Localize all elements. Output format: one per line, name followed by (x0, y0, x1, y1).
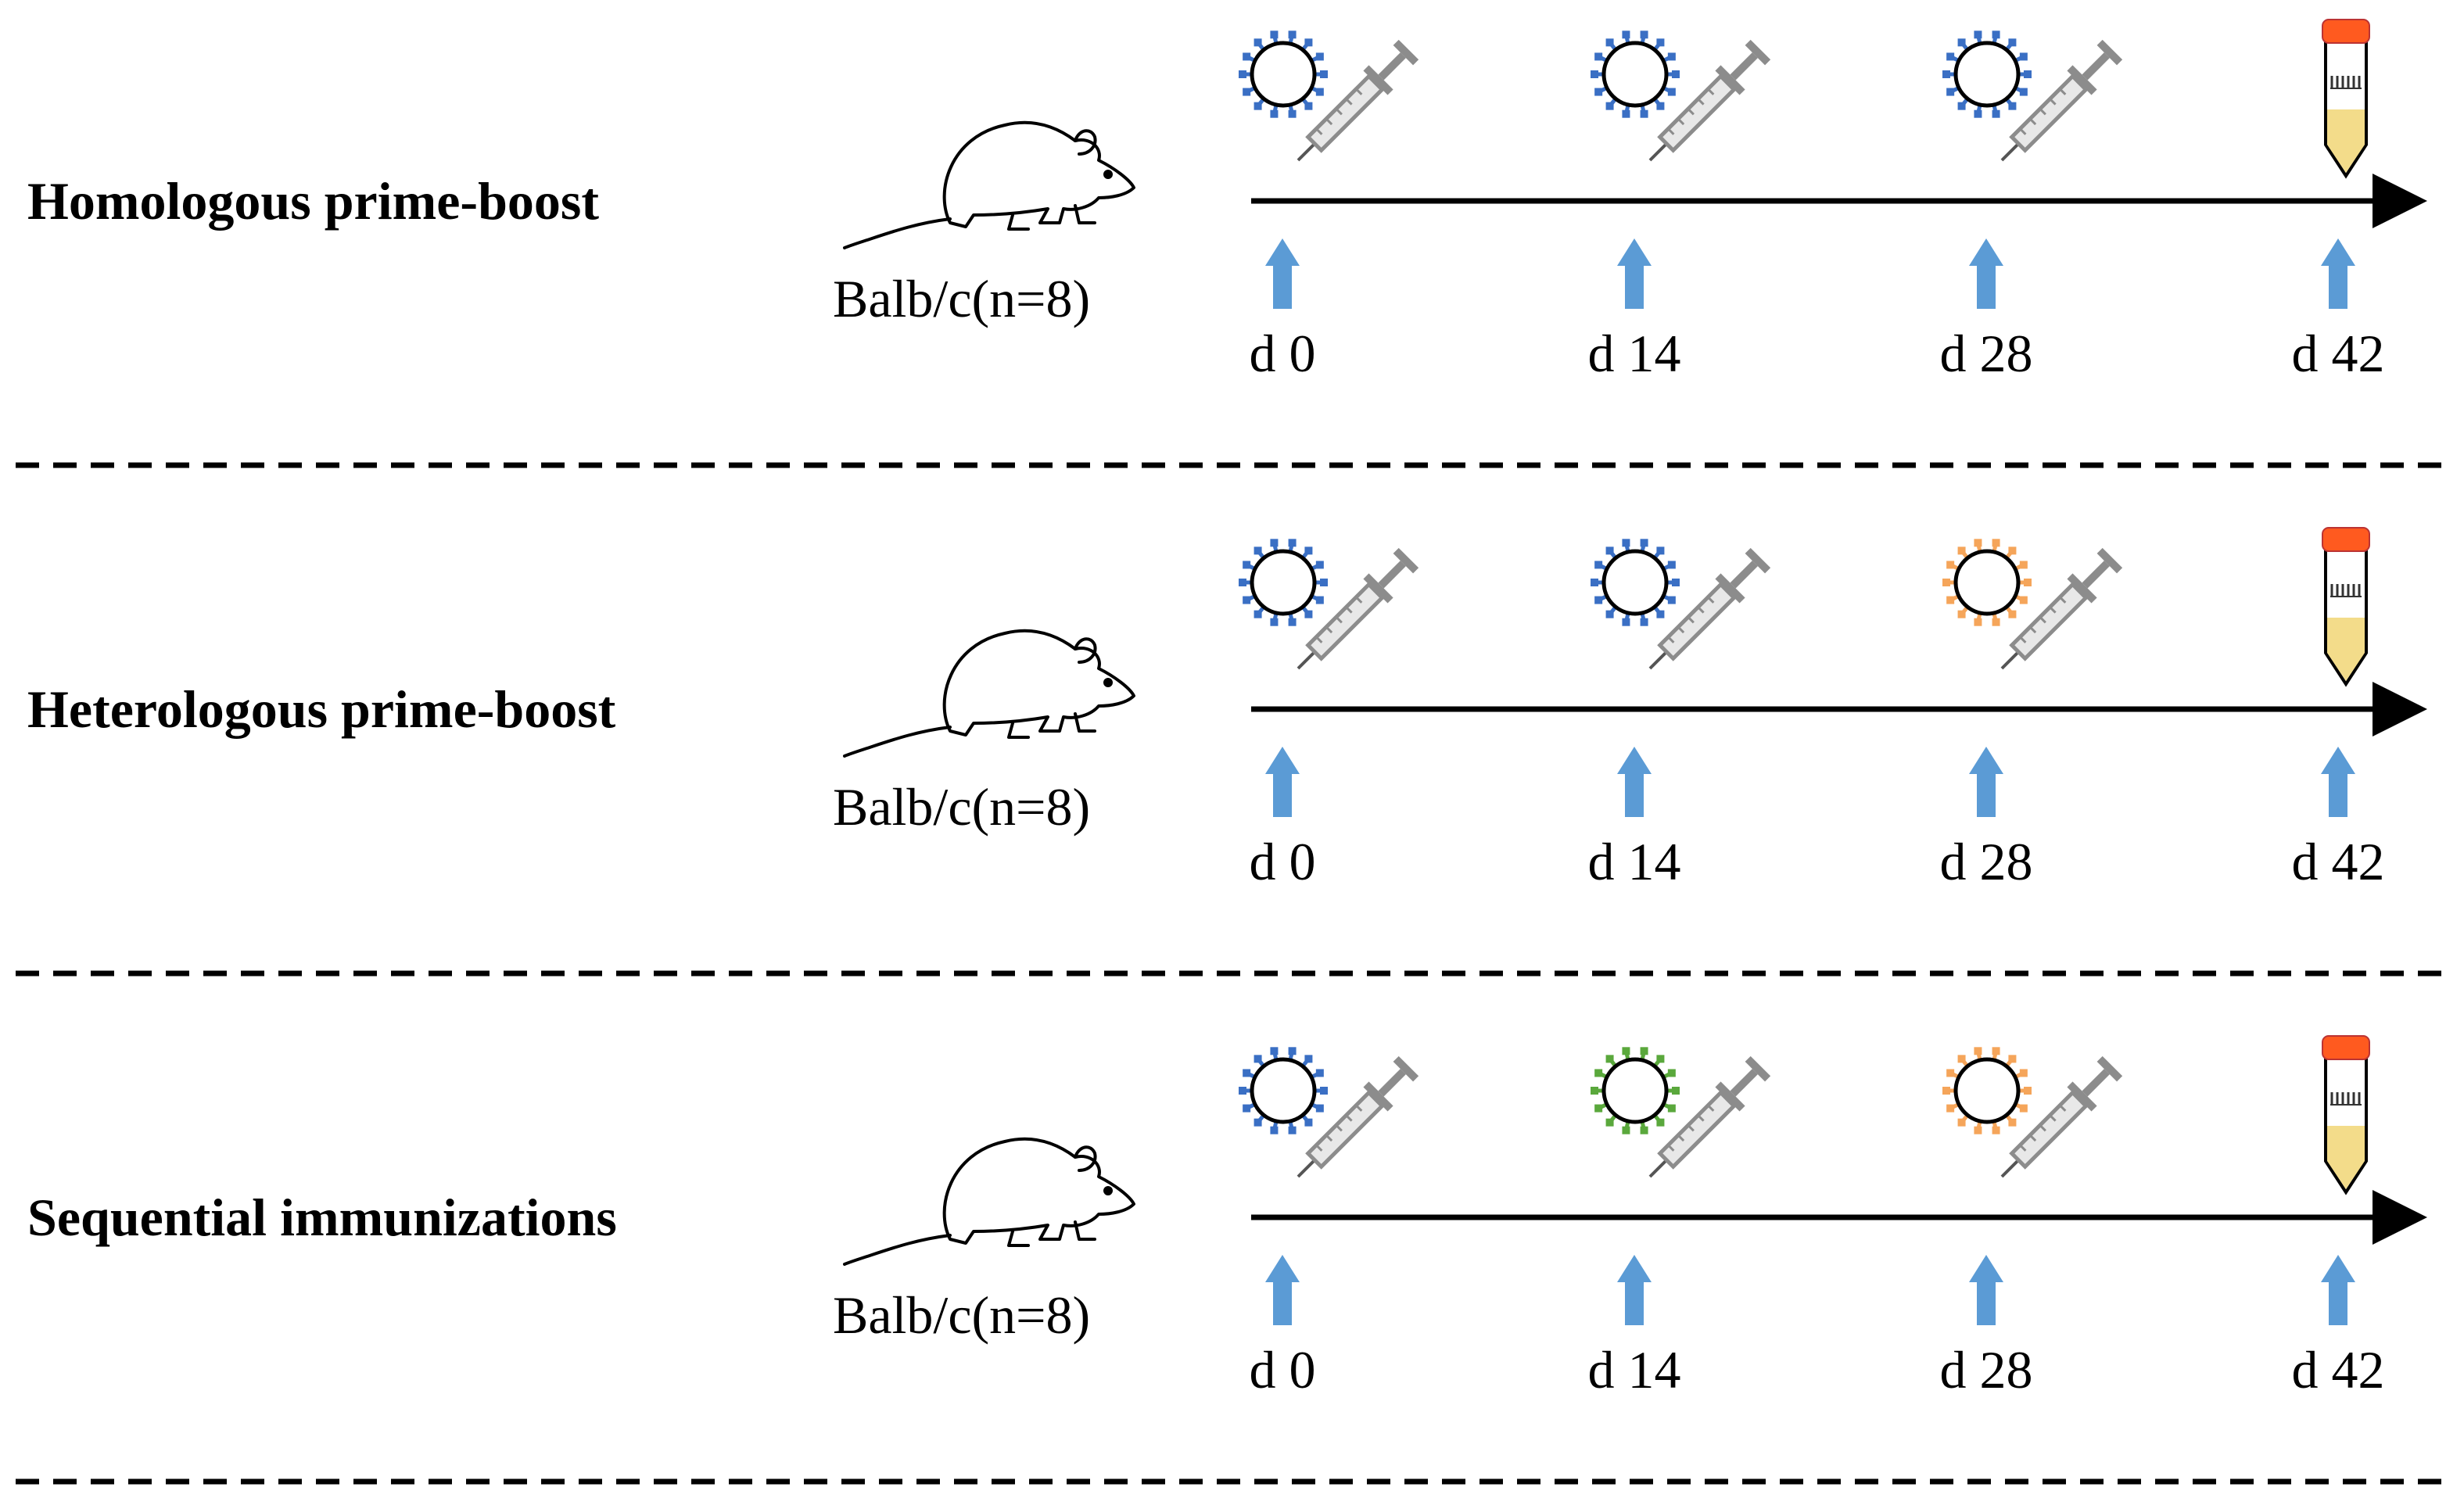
blood-tube-icon (2322, 527, 2370, 687)
group-label: Heterologous prime-boost (27, 679, 616, 739)
syringe-icon (2000, 1055, 2123, 1178)
syringe-icon (1297, 39, 1419, 162)
up-arrow-icon (2321, 747, 2355, 817)
virus-icon (1591, 539, 1680, 626)
syringe-icon (1648, 39, 1771, 162)
mouse-icon (843, 1137, 1135, 1266)
day-label: d 28 (1940, 1340, 2033, 1399)
syringe-icon (2000, 547, 2123, 670)
mouse-icon (843, 120, 1135, 249)
up-arrow-icon (1617, 238, 1652, 309)
day-label: d 28 (1940, 832, 2033, 891)
up-arrow-icon (1265, 238, 1300, 309)
day-label: d 42 (2292, 324, 2385, 383)
blood-tube-icon (2322, 1035, 2370, 1195)
syringe-icon (1648, 547, 1771, 670)
up-arrow-icon (1265, 1255, 1300, 1325)
up-arrow-icon (2321, 1255, 2355, 1325)
day-label: d 14 (1588, 1340, 1681, 1399)
mouse-label: Balb/c(n=8) (833, 777, 1090, 837)
day-label: d 42 (2292, 832, 2385, 891)
group-label: Sequential immunizations (27, 1188, 617, 1247)
up-arrow-icon (1969, 1255, 2003, 1325)
up-arrow-icon (1969, 238, 2003, 309)
syringe-icon (1297, 1055, 1419, 1178)
mouse-icon (843, 629, 1135, 758)
day-label: d 0 (1250, 324, 1316, 383)
virus-icon (1942, 30, 2032, 118)
syringe-icon (2000, 39, 2123, 162)
up-arrow-icon (1969, 747, 2003, 817)
syringe-icon (1648, 1055, 1771, 1178)
up-arrow-icon (1617, 1255, 1652, 1325)
day-label: d 14 (1588, 832, 1681, 891)
virus-icon (1942, 1047, 2032, 1134)
syringe-icon (1297, 547, 1419, 670)
up-arrow-icon (1617, 747, 1652, 817)
day-label: d 0 (1250, 1340, 1316, 1399)
virus-icon (1239, 30, 1328, 118)
day-label: d 42 (2292, 1340, 2385, 1399)
mouse-label: Balb/c(n=8) (833, 269, 1090, 328)
blood-tube-icon (2322, 19, 2370, 179)
up-arrow-icon (1265, 747, 1300, 817)
virus-icon (1239, 539, 1328, 626)
virus-icon (1239, 1047, 1328, 1134)
day-label: d 28 (1940, 324, 2033, 383)
day-label: d 0 (1250, 832, 1316, 891)
virus-icon (1591, 1047, 1680, 1134)
day-label: d 14 (1588, 324, 1681, 383)
mouse-label: Balb/c(n=8) (833, 1285, 1090, 1345)
up-arrow-icon (2321, 238, 2355, 309)
virus-icon (1942, 539, 2032, 626)
virus-icon (1591, 30, 1680, 118)
group-label: Homologous prime-boost (27, 171, 599, 231)
